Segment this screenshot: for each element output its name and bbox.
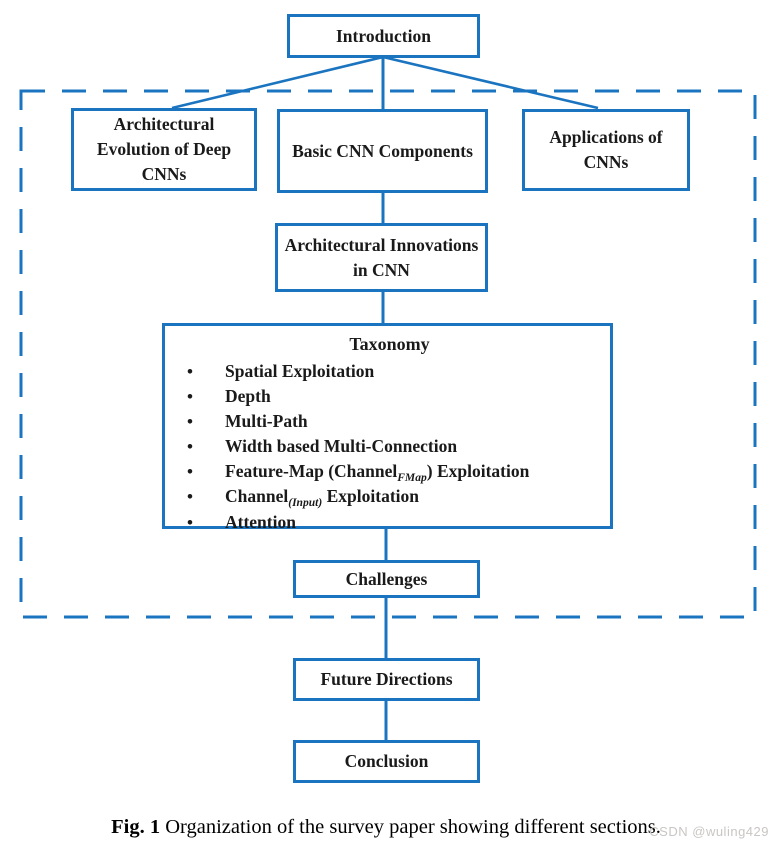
taxonomy-item-depth: • Depth <box>179 384 600 409</box>
box-challenges: Challenges <box>293 560 480 598</box>
taxonomy-title: Taxonomy <box>349 334 430 354</box>
taxonomy-item-label: Attention <box>225 511 296 532</box>
taxonomy-item-attention: • Attention <box>179 510 600 535</box>
taxonomy-item-label: Width based Multi-Connection <box>225 436 458 457</box>
box-future-directions-label: Future Directions <box>320 669 453 690</box>
box-introduction: Introduction <box>287 14 480 58</box>
figure-number: Fig. 1 <box>111 816 161 838</box>
taxonomy-item-label: Depth <box>225 385 271 406</box>
box-basic-cnn-components: Basic CNN Components <box>277 109 488 193</box>
taxonomy-item-label: Spatial Exploitation <box>225 360 375 381</box>
box-conclusion: Conclusion <box>293 740 480 783</box>
box-architectural-innovations-label: Architectural Innovations in CNN <box>284 234 479 280</box>
bullet-icon: • <box>187 487 193 507</box>
taxonomy-item-multi-path: • Multi-Path <box>179 409 600 434</box>
bullet-icon: • <box>187 361 193 381</box>
bullet-icon: • <box>187 462 193 482</box>
box-applications-of-cnns-label: Applications of CNNs <box>549 127 663 172</box>
taxonomy-item-width-multi-connection: • Width based Multi-Connection <box>179 434 600 459</box>
bullet-icon: • <box>187 386 193 406</box>
box-future-directions: Future Directions <box>293 658 480 701</box>
taxonomy-item-label: Multi-Path <box>225 410 308 431</box>
bullet-icon: • <box>187 411 193 431</box>
box-taxonomy: Taxonomy • Spatial Exploitation • Depth … <box>162 323 613 532</box>
box-basic-cnn-components-label: Basic CNN Components <box>292 140 473 161</box>
watermark-text: CSDN @wuling429 <box>649 824 769 839</box>
taxonomy-item-label: Channel(Input) Exploitation <box>225 486 419 509</box>
bullet-icon: • <box>187 512 193 532</box>
taxonomy-item-label: Feature-Map (ChannelFMap) Exploitation <box>225 461 530 484</box>
figure-caption-text: Organization of the survey paper showing… <box>160 816 661 838</box>
box-introduction-label: Introduction <box>336 25 431 46</box>
bullet-icon: • <box>187 437 193 457</box>
figure-caption: Fig. 1 Organization of the survey paper … <box>0 816 772 839</box>
taxonomy-list: • Spatial Exploitation • Depth • Multi-P… <box>179 359 600 535</box>
box-architectural-evolution-label: Architectural Evolution of Deep CNNs <box>96 114 232 184</box>
box-architectural-innovations: Architectural Innovations in CNN <box>275 223 488 292</box>
taxonomy-item-spatial-exploitation: • Spatial Exploitation <box>179 359 600 384</box>
box-conclusion-label: Conclusion <box>344 751 429 772</box>
taxonomy-item-channel-input-exploitation: • Channel(Input) Exploitation <box>179 484 600 509</box>
box-architectural-evolution: Architectural Evolution of Deep CNNs <box>71 108 257 191</box>
box-applications-of-cnns: Applications of CNNs <box>522 109 690 191</box>
taxonomy-item-feature-map-exploitation: • Feature-Map (ChannelFMap) Exploitation <box>179 459 600 484</box>
box-challenges-label: Challenges <box>345 568 428 589</box>
